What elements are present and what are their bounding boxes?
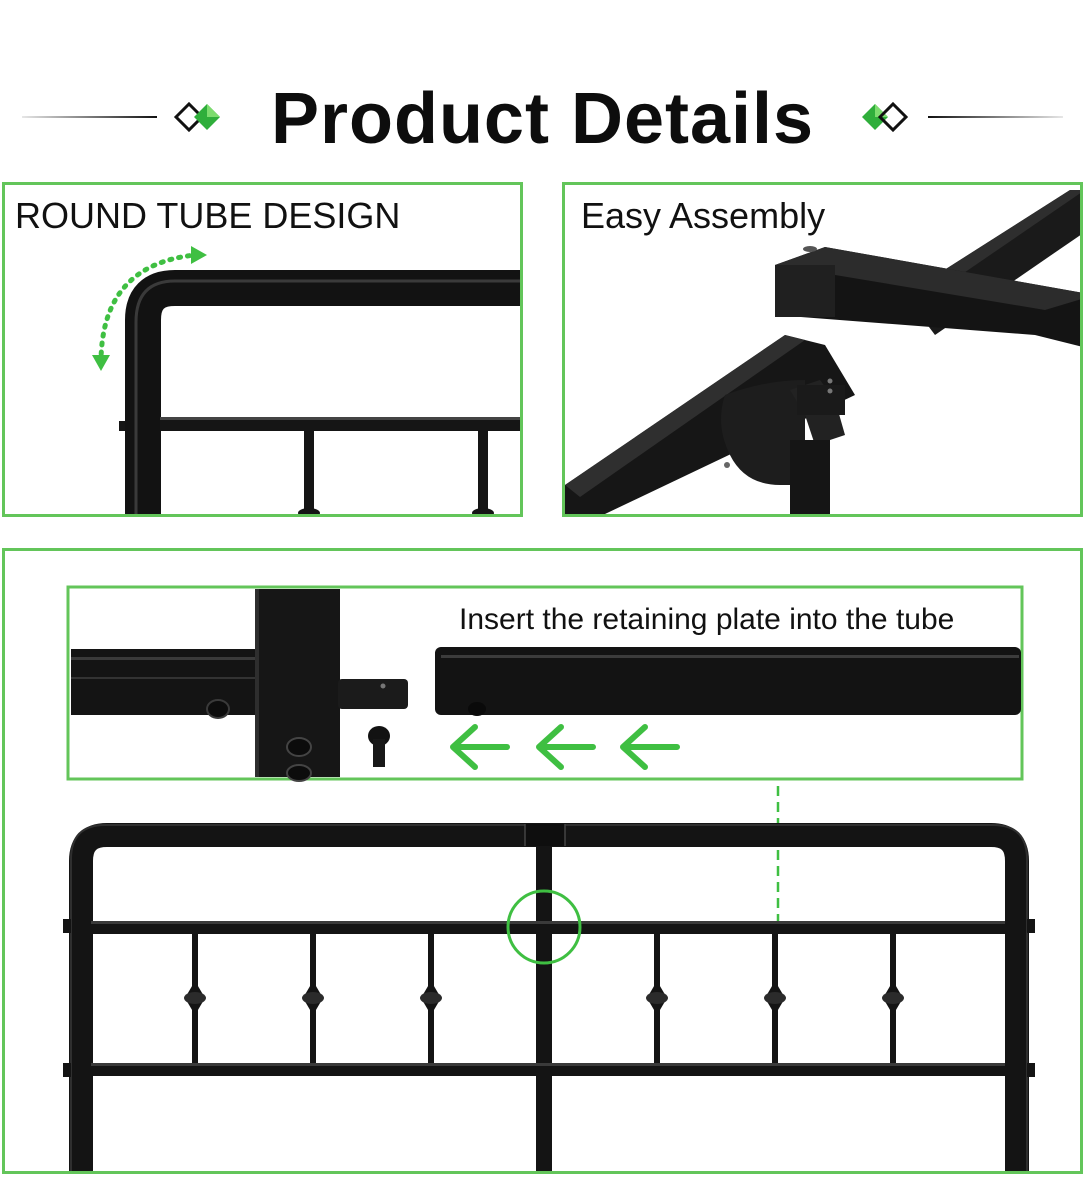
section-header: Product Details [0, 60, 1085, 170]
assembly-illustration [565, 190, 1080, 514]
left-arrow-icon [620, 724, 680, 770]
retaining-plate-label: Insert the retaining plate into the tube [459, 603, 955, 636]
left-arrow-icon [536, 724, 596, 770]
header-divider-right [928, 116, 1063, 118]
page-title: Product Details [270, 79, 815, 159]
curved-arrow-icon [92, 246, 207, 371]
round-tube-illustration [92, 246, 520, 514]
diamond-ornament-icon [173, 101, 220, 133]
screw-icon [368, 726, 390, 767]
header-divider-left [22, 116, 157, 118]
headboard-spindles [184, 934, 904, 1063]
left-arrow-icon [450, 724, 510, 770]
diamond-ornament-icon [862, 101, 909, 133]
headboard-panel: Insert the retaining plate into the tube [2, 548, 1083, 1174]
assembly-label: Easy Assembly [581, 195, 826, 236]
round-tube-panel: ROUND TUBE DESIGN [2, 182, 523, 517]
assembly-panel: Easy Assembly [562, 182, 1083, 517]
round-tube-label: ROUND TUBE DESIGN [15, 195, 401, 236]
headboard-illustration [63, 585, 1035, 1171]
